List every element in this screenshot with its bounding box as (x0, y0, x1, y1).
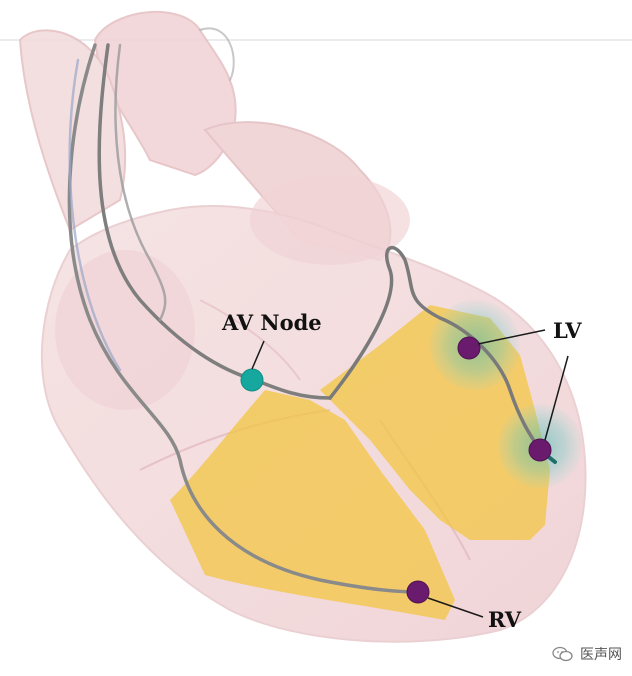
wechat-icon (552, 646, 574, 662)
rv-electrode (407, 581, 429, 603)
av-node-marker (241, 369, 263, 391)
lv-lower-electrode (529, 439, 551, 461)
watermark: 医声网 (552, 644, 622, 664)
lv-label: LV (553, 318, 582, 343)
watermark-text: 医声网 (580, 644, 622, 664)
rv-label: RV (488, 607, 522, 632)
lv-upper-electrode (458, 337, 480, 359)
av-node-label: AV Node (221, 310, 322, 335)
